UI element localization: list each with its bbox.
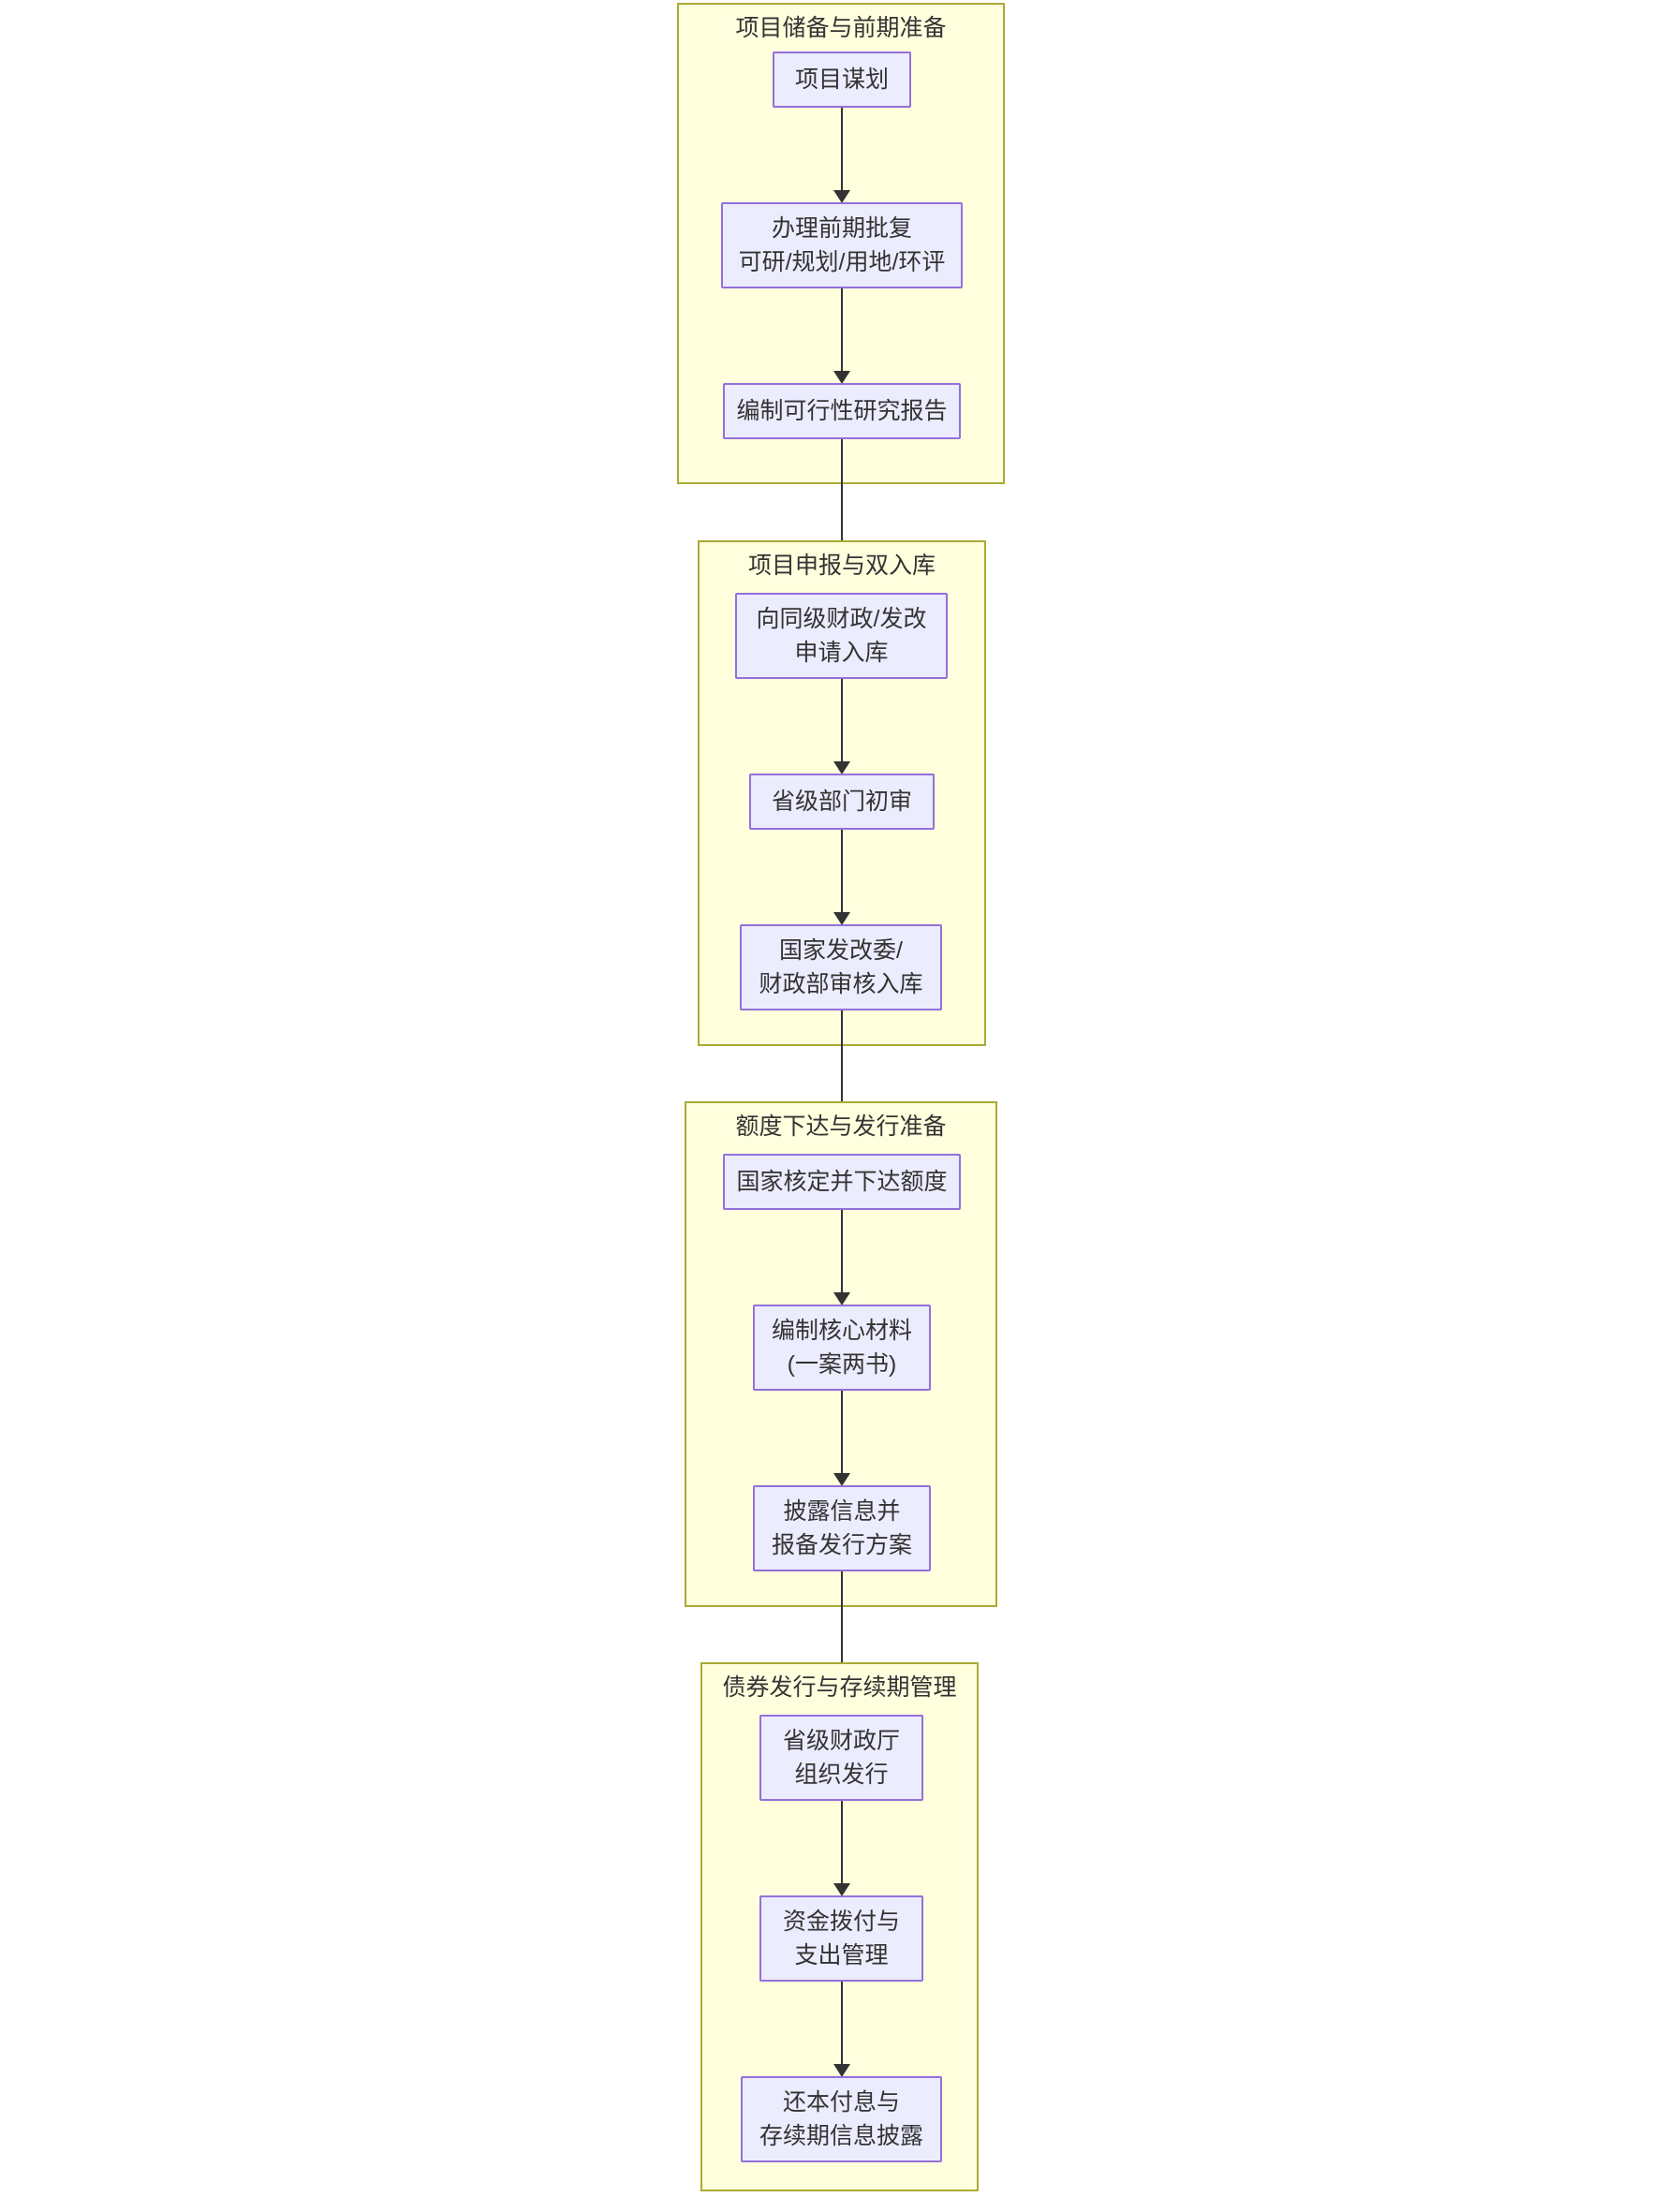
arrow-down-icon bbox=[833, 371, 850, 384]
node-label: 资金拨付与 支出管理 bbox=[782, 1909, 900, 1968]
node-label: 办理前期批复 可研/规划/用地/环评 bbox=[738, 215, 946, 275]
node-label: 项目谋划 bbox=[794, 66, 889, 93]
node-national-quota-allocation[interactable]: 国家核定并下达额度 bbox=[723, 1154, 961, 1210]
subgraph-title-4: 债券发行与存续期管理 bbox=[722, 1674, 957, 1701]
arrow-down-icon bbox=[833, 2064, 850, 2077]
node-provincial-finance-issue[interactable]: 省级财政厅 组织发行 bbox=[759, 1715, 923, 1801]
node-provincial-review[interactable]: 省级部门初审 bbox=[749, 774, 935, 830]
edge-n3-n4 bbox=[841, 439, 843, 568]
edge-n9-n10 bbox=[841, 1571, 843, 1694]
edge-n4-n5 bbox=[841, 679, 843, 768]
subgraph-title-3: 额度下达与发行准备 bbox=[735, 1113, 947, 1140]
arrow-down-icon bbox=[833, 190, 850, 203]
arrow-down-icon bbox=[833, 761, 850, 774]
arrow-down-icon bbox=[833, 912, 850, 925]
node-project-planning[interactable]: 项目谋划 bbox=[773, 52, 911, 108]
edge-n6-n7 bbox=[841, 1010, 843, 1133]
edge-n10-n11 bbox=[841, 1801, 843, 1890]
edge-n7-n8 bbox=[841, 1210, 843, 1299]
edge-n1-n2 bbox=[841, 108, 843, 197]
node-label: 还本付息与 存续期信息披露 bbox=[759, 2089, 923, 2149]
node-label: 国家发改委/ 财政部审核入库 bbox=[759, 937, 923, 997]
node-label: 国家核定并下达额度 bbox=[736, 1169, 948, 1195]
node-disclose-and-file-plan[interactable]: 披露信息并 报备发行方案 bbox=[753, 1485, 931, 1571]
node-feasibility-report[interactable]: 编制可行性研究报告 bbox=[723, 383, 961, 439]
node-label: 披露信息并 报备发行方案 bbox=[771, 1498, 912, 1558]
node-repayment-disclosure[interactable]: 还本付息与 存续期信息披露 bbox=[741, 2076, 942, 2162]
node-label: 编制可行性研究报告 bbox=[736, 398, 948, 424]
node-national-review-database[interactable]: 国家发改委/ 财政部审核入库 bbox=[740, 924, 942, 1010]
arrow-down-icon bbox=[833, 1292, 850, 1305]
node-label: 省级部门初审 bbox=[771, 789, 912, 815]
node-label: 省级财政厅 组织发行 bbox=[782, 1728, 900, 1788]
subgraph-title-2: 项目申报与双入库 bbox=[747, 553, 936, 579]
edge-n8-n9 bbox=[841, 1391, 843, 1480]
node-fund-allocation-expenditure[interactable]: 资金拨付与 支出管理 bbox=[759, 1895, 923, 1982]
arrow-down-icon bbox=[833, 1883, 850, 1896]
subgraph-title-1: 项目储备与前期准备 bbox=[735, 15, 947, 41]
edge-n5-n6 bbox=[841, 830, 843, 919]
node-label: 向同级财政/发改 申请入库 bbox=[756, 606, 927, 666]
node-label: 编制核心材料 (一案两书) bbox=[771, 1318, 912, 1378]
edge-n11-n12 bbox=[841, 1982, 843, 2071]
arrow-down-icon bbox=[833, 1473, 850, 1486]
edge-n2-n3 bbox=[841, 288, 843, 377]
node-apply-to-finance-ndrc[interactable]: 向同级财政/发改 申请入库 bbox=[735, 593, 948, 679]
node-core-materials[interactable]: 编制核心材料 (一案两书) bbox=[753, 1305, 931, 1391]
node-pre-approval[interactable]: 办理前期批复 可研/规划/用地/环评 bbox=[721, 202, 963, 288]
